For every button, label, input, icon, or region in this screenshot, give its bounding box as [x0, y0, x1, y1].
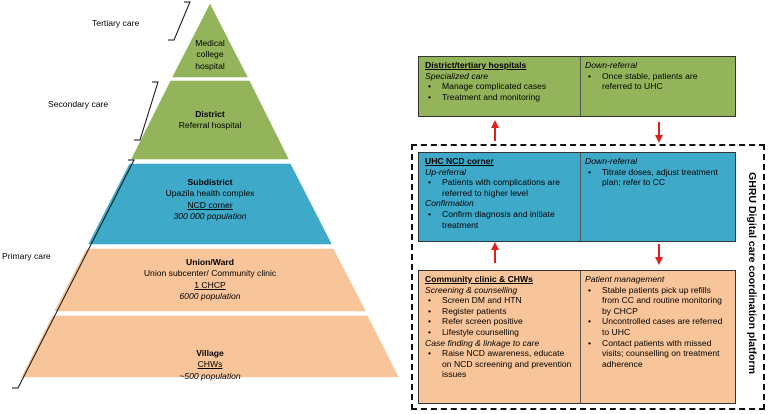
pyramid-tier-union [51, 247, 369, 313]
subdistrict-tier-ncd-corner: NCD corner [187, 199, 233, 210]
community-box-right: Patient management Stable patients pick … [579, 271, 735, 403]
district-box-subheading: Specialized care [425, 70, 489, 81]
secondary-care-label: Secondary care [48, 99, 109, 109]
uhc-confirmation-bullets: Confirm diagnosis and initiate treatment [425, 209, 575, 230]
list-item: Titrate doses, adjust treatment plan; re… [585, 167, 730, 188]
pyramid-tier-tertiary [169, 0, 251, 79]
community-screening-bullets: Screen DM and HTN Register patients Refe… [425, 295, 575, 337]
district-box-right: Down-referral Once stable, patients are … [579, 57, 735, 116]
list-item: Manage complicated cases [425, 81, 575, 92]
community-case-finding-label: Case finding & linkage to care [425, 337, 540, 348]
uhc-box-left: UHC NCD corner Up-referral Patients with… [419, 153, 581, 241]
subdistrict-tier-population: 300 000 population [173, 211, 247, 222]
platform-label: GHRU Digital care coordination platform [746, 172, 758, 374]
pyramid-tier-village [18, 314, 400, 379]
list-item: Once stable, patients are referred to UH… [585, 71, 730, 92]
community-box-heading: Community clinic & CHWs [425, 274, 533, 284]
uhc-up-referral-bullets: Patients with complications are referred… [425, 177, 575, 198]
village-tier-population: ~500 population [179, 370, 241, 381]
village-tier-text: Village CHWs ~500 population [110, 348, 310, 382]
list-item: Lifestyle counselling [425, 327, 575, 338]
digital-platform-frame [411, 144, 765, 410]
district-box-bullets: Manage complicated cases Treatment and m… [425, 81, 575, 102]
community-clinic-box: Community clinic & CHWs Screening & coun… [418, 270, 736, 404]
list-item: Raise NCD awareness, educate on NCD scre… [425, 348, 575, 380]
patient-management-label: Patient management [585, 274, 665, 284]
subdistrict-tier-text: Subdistrict Upazila health complex NCD c… [110, 177, 310, 223]
uhc-ncd-corner-box: UHC NCD corner Up-referral Patients with… [418, 152, 736, 242]
list-item: Patients with complications are referred… [425, 177, 575, 198]
union-tier-text: Union/Ward Union subcenter/ Community cl… [90, 257, 330, 303]
union-tier-chcp: 1 CHCP [194, 279, 226, 290]
list-item: Register patients [425, 306, 575, 317]
secondary-care-bracket [134, 81, 159, 141]
list-item: Refer screen positive [425, 316, 575, 327]
union-tier-line: Union subcenter/ Community clinic [143, 268, 277, 279]
district-tier-line: Referral hospital [178, 120, 242, 131]
uhc-box-right: Down-referral Titrate doses, adjust trea… [579, 153, 735, 241]
uhc-down-referral-bullets: Titrate doses, adjust treatment plan; re… [585, 167, 730, 188]
tertiary-tier-text: Medical college hospital [175, 38, 245, 72]
district-box-heading: District/tertiary hospitals [425, 60, 527, 70]
uhc-box-heading: UHC NCD corner [425, 156, 494, 166]
district-box-left: District/tertiary hospitals Specialized … [419, 57, 581, 116]
district-down-referral-label: Down-referral [585, 60, 638, 70]
district-tier-text: District Referral hospital [140, 109, 280, 132]
list-item: Contact patients with missed visits; cou… [585, 338, 730, 370]
community-screening-label: Screening & counselling [425, 284, 518, 295]
community-case-finding-bullets: Raise NCD awareness, educate on NCD scre… [425, 348, 575, 380]
union-tier-title: Union/Ward [186, 257, 234, 267]
list-item: Confirm diagnosis and initiate treatment [425, 209, 575, 230]
primary-care-bracket [12, 159, 135, 389]
uhc-down-referral-label: Down-referral [585, 156, 638, 166]
primary-care-label: Primary care [2, 251, 51, 261]
list-item: Uncontrolled cases are referred to UHC [585, 316, 730, 337]
village-tier-chws: CHWs [197, 359, 223, 370]
care-pyramid [12, 0, 400, 389]
community-box-left: Community clinic & CHWs Screening & coun… [419, 271, 581, 403]
uhc-up-referral-label: Up-referral [425, 166, 467, 177]
tertiary-line-2: college [196, 49, 224, 60]
tertiary-care-label: Tertiary care [92, 18, 140, 28]
patient-management-bullets: Stable patients pick up refills from CC … [585, 285, 730, 370]
village-tier-title: Village [196, 348, 224, 358]
list-item: Screen DM and HTN [425, 295, 575, 306]
union-tier-population: 6000 population [179, 291, 241, 302]
district-down-referral-bullets: Once stable, patients are referred to UH… [585, 71, 730, 92]
tertiary-line-3: hospital [195, 60, 225, 71]
tertiary-line-1: Medical [195, 38, 225, 48]
subdistrict-tier-line: Upazila health complex [165, 188, 255, 199]
list-item: Treatment and monitoring [425, 92, 575, 103]
subdistrict-tier-title: Subdistrict [187, 177, 233, 187]
pyramid-tier-district [128, 79, 292, 161]
platform-label-svg: GHRU Digital care coordination platform [746, 172, 758, 374]
pyramid-tier-subdistrict [85, 162, 335, 246]
district-tertiary-box: District/tertiary hospitals Specialized … [418, 56, 736, 117]
uhc-confirmation-label: Confirmation [425, 198, 474, 209]
tertiary-care-bracket [168, 1, 191, 41]
list-item: Stable patients pick up refills from CC … [585, 285, 730, 317]
referral-arrows [491, 120, 663, 265]
district-tier-title: District [195, 109, 225, 119]
